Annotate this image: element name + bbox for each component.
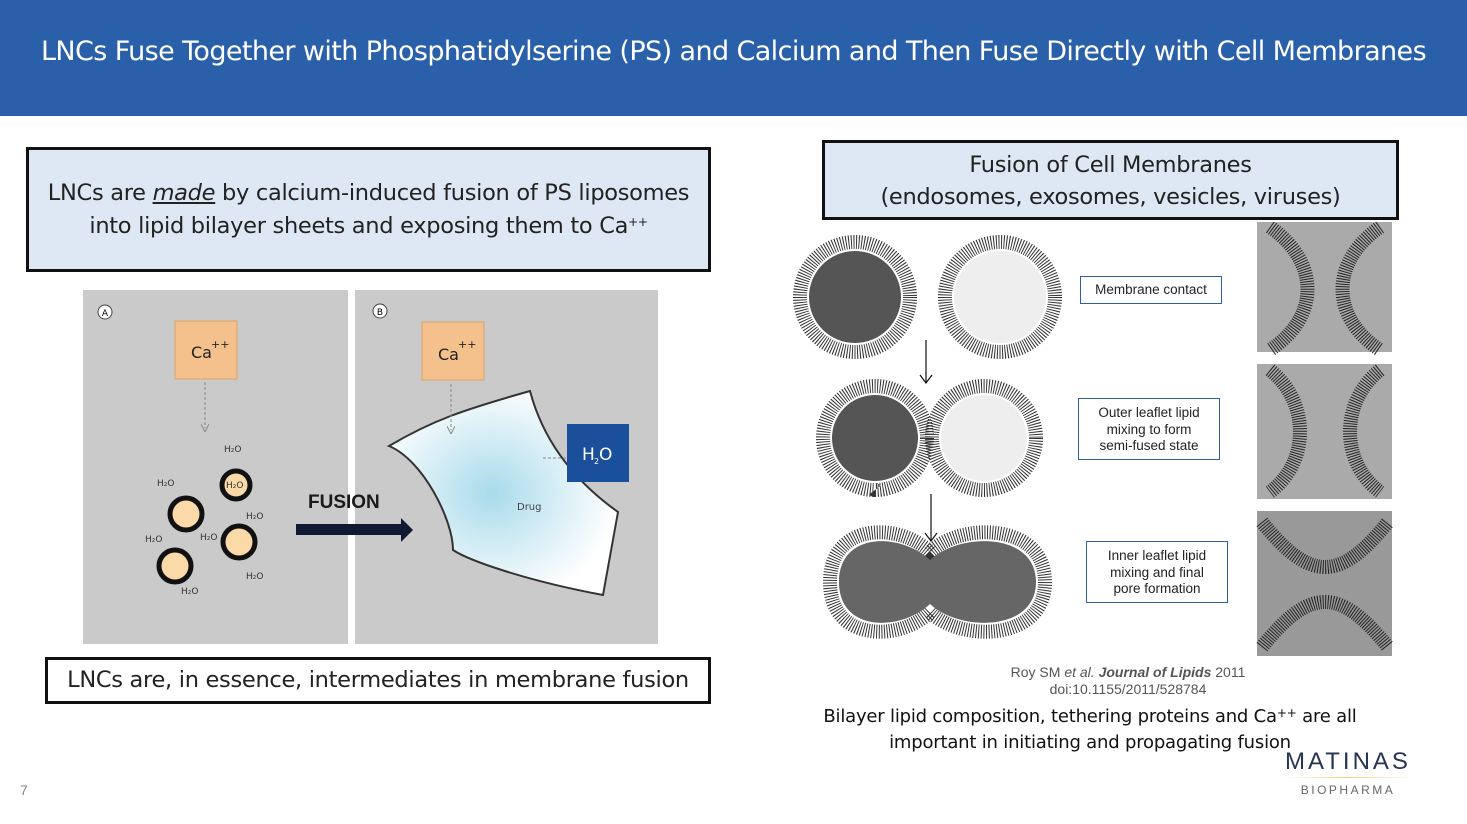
ca-sup: ++ — [211, 338, 229, 351]
lnc-made-box: LNCs are made by calcium-induced fusion … — [26, 147, 711, 272]
ca-sup: ++ — [458, 338, 476, 351]
logo-sub: BIOPHARMA — [1300, 783, 1396, 797]
closeup-images — [1256, 222, 1394, 656]
ca-label: Ca — [438, 345, 459, 364]
stage-label-inner-leaflet: Inner leaflet lipid mixing and final por… — [1086, 541, 1228, 603]
citation-doi: doi:10.1155/2011/528784 — [1049, 681, 1207, 697]
panel-a-label: A — [102, 309, 109, 319]
superscript: ++ — [628, 215, 648, 229]
water-box: H 2 O — [567, 424, 629, 482]
vesicle-fills — [809, 251, 1046, 623]
svg-text:H₂O: H₂O — [226, 481, 243, 491]
emphasis: made — [152, 180, 216, 206]
stage-label-outer-leaflet: Outer leaflet lipid mixing to form semi-… — [1078, 398, 1220, 460]
citation-author: Roy SM — [1010, 664, 1065, 680]
water-o: O — [599, 445, 612, 465]
calcium-box-a: Ca ++ — [174, 320, 238, 380]
fusion-title-box: Fusion of Cell Membranes (endosomes, exo… — [822, 140, 1399, 220]
citation-year: 2011 — [1211, 664, 1246, 680]
header-bar — [0, 0, 1467, 116]
panel-b-badge — [372, 303, 388, 319]
water-sub: 2 — [594, 457, 599, 466]
liposomes — [156, 468, 258, 585]
drug-label: Drug — [517, 502, 542, 513]
intermediates-box: LNCs are, in essence, intermediates in m… — [45, 657, 711, 704]
logo-name: MATINAS — [1285, 748, 1411, 775]
text: by calcium-induced fusion of PS liposome… — [89, 180, 690, 239]
panel-b-label: B — [377, 308, 383, 318]
membrane-fusion-diagram — [793, 222, 1394, 656]
panel-a-badge — [97, 304, 113, 320]
ca-label: Ca — [191, 343, 212, 362]
fusion-note: Bilayer lipid composition, tethering pro… — [790, 704, 1390, 756]
svg-text:H₂O: H₂O — [246, 572, 263, 582]
citation: Roy SM et al. Journal of Lipids 2011 doi… — [960, 664, 1296, 698]
lipid-sheet — [386, 389, 620, 597]
fusion-arrow — [296, 518, 413, 542]
water-labels: H₂O H₂O H₂O H₂O H₂O H₂O H₂O H₂O — [145, 445, 263, 597]
text: are all important in initiating and prop… — [889, 706, 1357, 753]
logo-line — [1285, 777, 1413, 778]
citation-journal: Journal of Lipids — [1094, 664, 1212, 680]
fusion-title-line-1: Fusion of Cell Membranes — [969, 152, 1252, 178]
stage-label-membrane-contact: Membrane contact — [1080, 276, 1222, 304]
svg-text:H₂O: H₂O — [200, 533, 217, 543]
svg-text:H₂O: H₂O — [224, 445, 241, 455]
page-number: 7 — [20, 782, 28, 798]
vesicle-outlines — [793, 235, 1062, 639]
superscript: ++ — [1276, 706, 1297, 720]
stage-arrows — [919, 340, 938, 542]
fusion-label: FUSION — [308, 492, 380, 513]
text: LNCs are — [47, 180, 153, 206]
slide-title: LNCs Fuse Together with Phosphatidylseri… — [40, 36, 1427, 67]
svg-text:H₂O: H₂O — [246, 512, 263, 522]
fusion-title-line-2: (endosomes, exosomes, vesicles, viruses) — [880, 184, 1341, 210]
svg-text:H₂O: H₂O — [157, 479, 174, 489]
svg-text:H₂O: H₂O — [145, 535, 162, 545]
calcium-box-b: Ca ++ — [421, 321, 485, 381]
water-h: H — [582, 445, 595, 465]
text: Bilayer lipid composition, tethering pro… — [823, 706, 1277, 727]
svg-text:H₂O: H₂O — [181, 587, 198, 597]
citation-etal: et al. — [1064, 664, 1095, 680]
